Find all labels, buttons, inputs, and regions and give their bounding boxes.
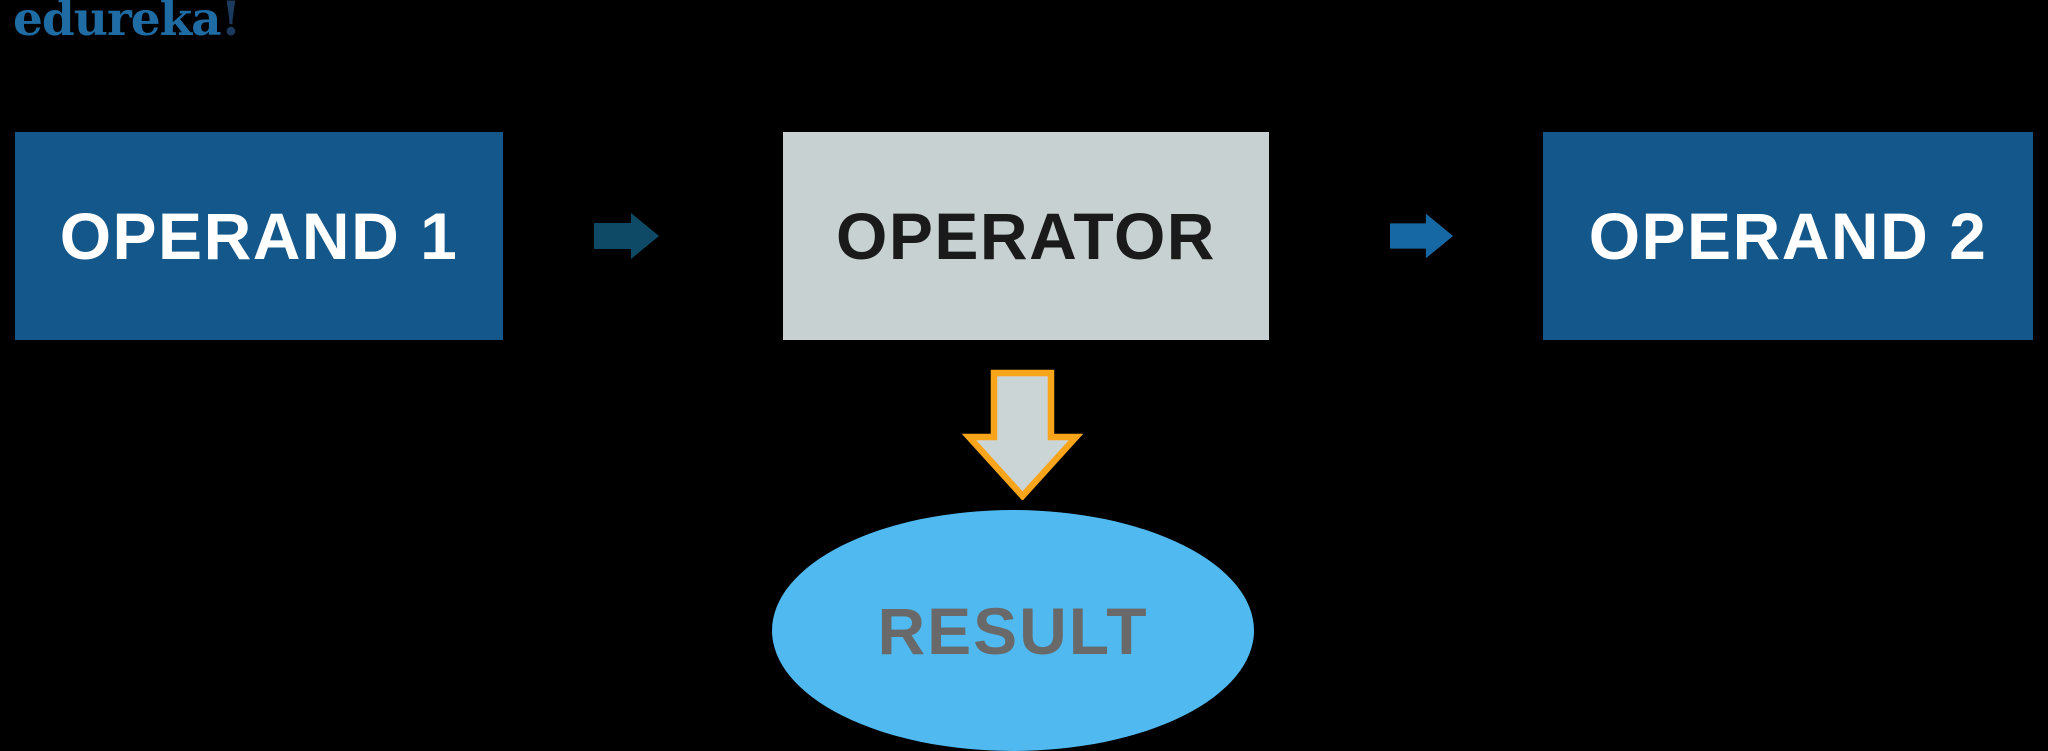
result-ellipse: RESULT — [772, 510, 1254, 751]
operand1-label: OPERAND 1 — [59, 199, 459, 273]
edureka-logo-text: edureka — [13, 0, 222, 47]
right-arrow-icon — [1390, 213, 1454, 259]
operator-box: OPERATOR — [783, 132, 1269, 340]
right-arrow-icon — [594, 213, 659, 259]
operand1-box: OPERAND 1 — [15, 132, 503, 340]
edureka-logo: edureka! — [13, 0, 242, 47]
operand2-box: OPERAND 2 — [1543, 132, 2033, 340]
edureka-logo-exclamation: ! — [220, 0, 242, 47]
operand2-label: OPERAND 2 — [1588, 199, 1988, 273]
operator-label: OPERATOR — [836, 199, 1216, 273]
down-arrow-icon — [961, 369, 1083, 500]
result-label: RESULT — [877, 593, 1149, 668]
